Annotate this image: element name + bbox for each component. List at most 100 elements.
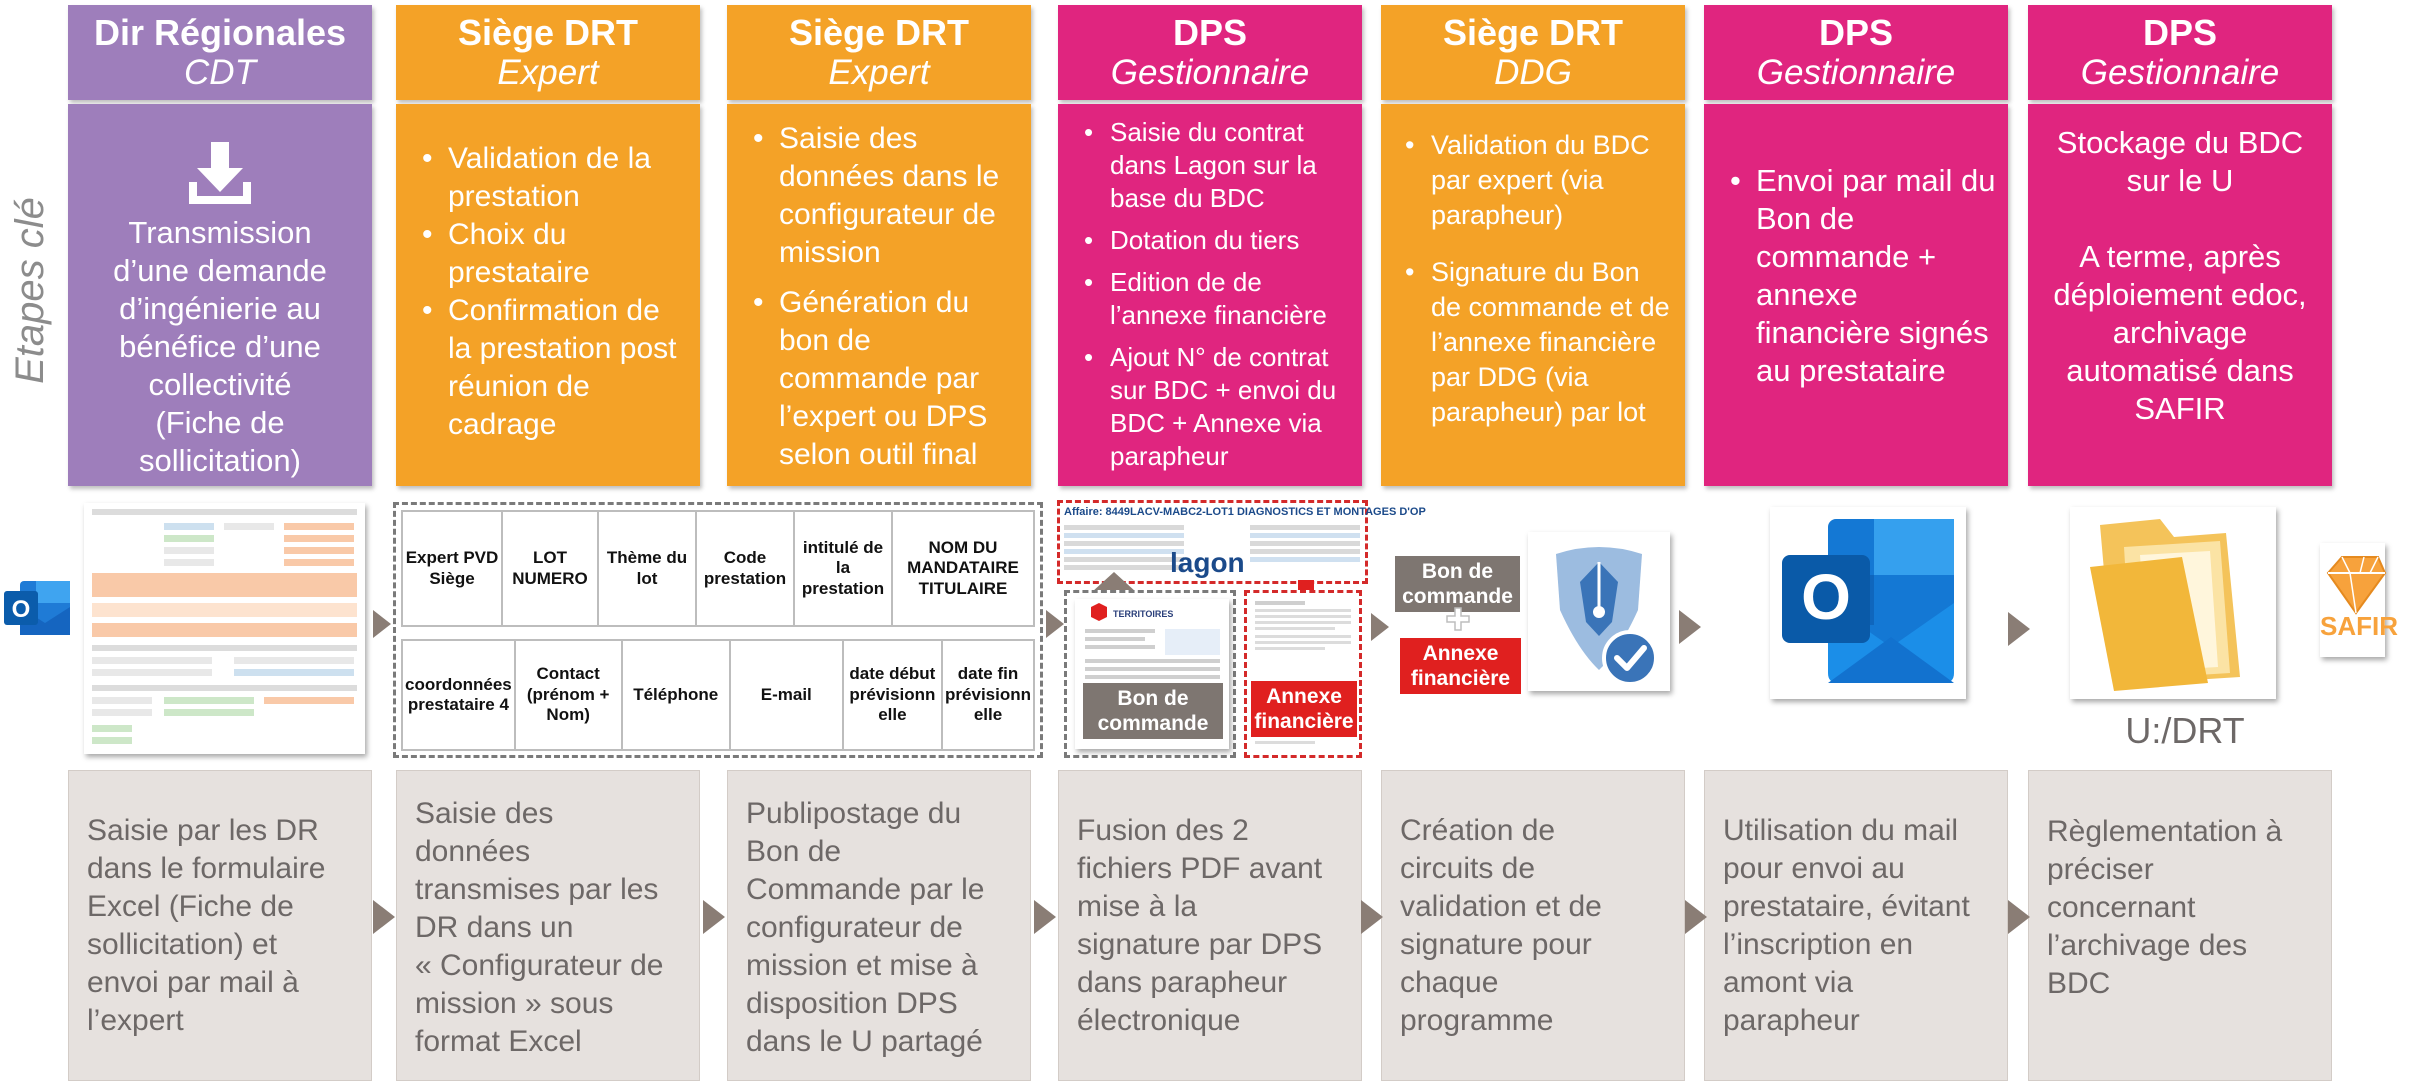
description-line: dans parapheur — [1077, 965, 1288, 999]
column-role: CDT — [184, 53, 256, 93]
description-line: circuits de — [1400, 851, 1536, 885]
description-line: Bon de — [746, 835, 842, 868]
description-line: Création de — [1400, 813, 1556, 847]
step-line: sur le U — [2126, 163, 2234, 198]
step-bullet: Confirmation de la prestation post réuni… — [422, 292, 690, 444]
step-line: Stockage du BDC — [2056, 125, 2304, 160]
flow-arrow — [1361, 900, 1383, 934]
description-line: signature pour — [1400, 927, 1592, 961]
config-header-cell: NOM DU MANDATAIRE TITULAIRE — [891, 510, 1035, 627]
column-dps-gestionnaire-2: DPS Gestionnaire Envoi par mail du Bon d… — [1704, 0, 2008, 1081]
description-line: BDC — [2047, 967, 2111, 1000]
step-bullet: Ajout N° de contrat sur BDC + envoi du B… — [1084, 341, 1354, 473]
step-bullet: Saisie des données dans le configurateur… — [753, 120, 1021, 272]
safir-icon: SAFIR — [2320, 543, 2398, 657]
description-line: données — [415, 835, 531, 868]
step-bullet: Signature du Bon de commande et de l’ann… — [1405, 255, 1677, 430]
description-box: Fusion des 2 fichiers PDF avant mise à l… — [1058, 770, 1362, 1081]
column-title: DPS — [1172, 11, 1248, 53]
bdc-document-frame: TERRITOIRES Bon de commande — [1064, 590, 1236, 758]
column-title: DPS — [1818, 11, 1894, 53]
column-role: Gestionnaire — [2080, 53, 2280, 93]
column-header: Siège DRT Expert — [396, 5, 700, 100]
description-line: l’expert — [87, 1003, 184, 1037]
description-line: fichiers PDF avant — [1077, 851, 1323, 885]
config-header-cell: Téléphone — [620, 639, 731, 751]
step-line: automatisé dans — [2066, 353, 2294, 388]
config-header-cell: E-mail — [728, 639, 844, 751]
description-line: amont via — [1723, 965, 1854, 999]
column-header: Siège DRT Expert — [727, 5, 1031, 100]
column-dps-gestionnaire-3: DPS Gestionnaire Stockage du BDC sur le … — [2028, 0, 2332, 1081]
description-line: chaque — [1400, 965, 1499, 999]
description-box: Publipostage du Bon de Commande par le c… — [727, 770, 1031, 1081]
sign-annexe-label: Annexe financière — [1400, 638, 1521, 694]
flow-arrow — [1034, 900, 1056, 934]
column-header: Siège DRT DDG — [1381, 5, 1685, 100]
signature-pen-icon — [1528, 532, 1670, 691]
description-line: prestataire, évitant — [1723, 889, 1970, 923]
flow-arrow — [1679, 610, 1701, 644]
description-line: l’archivage des — [2047, 929, 2248, 962]
flow-arrow — [2008, 900, 2030, 934]
description-line: Saisie par les DR — [87, 813, 319, 847]
outlook-large-icon: O — [1770, 507, 1966, 699]
step-line: (Fiche de — [155, 405, 285, 440]
column-role: Gestionnaire — [1110, 53, 1310, 93]
flow-arrow — [373, 900, 395, 934]
flow-arrow — [1685, 900, 1707, 934]
column-header: DPS Gestionnaire — [1058, 5, 1362, 100]
description-line: « Configurateur de — [415, 949, 664, 982]
flow-arrow — [1371, 613, 1389, 641]
step-bullet: Envoi par mail du Bon de commande + anne… — [1730, 162, 1998, 390]
config-header-cell: intitulé de la prestation — [793, 510, 893, 627]
column-role: Expert — [497, 53, 599, 93]
outlook-icon: O — [2, 577, 72, 639]
step-bullet: Choix du prestataire — [422, 216, 690, 292]
column-title: Dir Régionales — [93, 11, 347, 53]
folder-icon — [2070, 507, 2276, 699]
column-header: Dir Régionales CDT — [68, 5, 372, 100]
step-bullet: Dotation du tiers — [1084, 224, 1354, 257]
step-line: SAFIR — [2134, 391, 2226, 426]
column-header: DPS Gestionnaire — [1704, 5, 2008, 100]
column-role: DDG — [1494, 53, 1572, 93]
description-line: Commande par le — [746, 873, 985, 906]
step-bullet: Validation de la prestation — [422, 140, 690, 216]
column-title: Siège DRT — [457, 11, 639, 53]
column-siege-expert-1: Siège DRT Expert Validation de la presta… — [396, 0, 700, 1081]
description-line: Publipostage du — [746, 797, 962, 830]
configurator-row-1: Expert PVD Siège LOT NUMERO Thème du lot… — [401, 510, 1035, 627]
column-title: Siège DRT — [788, 11, 970, 53]
description-line: programme — [1400, 1003, 1554, 1037]
step-bullet: Validation du BDC par expert (via paraph… — [1405, 128, 1677, 233]
step-line: archivage — [2112, 315, 2248, 350]
safir-label: SAFIR — [2320, 611, 2398, 641]
up-arrow-icon — [1092, 572, 1136, 600]
description-box: Saisie des données transmises par les DR… — [396, 770, 700, 1081]
side-label: Etapes clé — [0, 80, 60, 500]
annexe-document-frame: Annexe financière — [1244, 590, 1362, 758]
step-box: Stockage du BDC sur le U A terme, après … — [2028, 104, 2332, 486]
description-box: Règlementation à préciser concernant l’a… — [2028, 770, 2332, 1081]
step-box: Saisie du contrat dans Lagon sur la base… — [1058, 104, 1362, 486]
step-box: Envoi par mail du Bon de commande + anne… — [1704, 104, 2008, 486]
description-line: dans le U partagé — [746, 1025, 983, 1058]
column-siege-ddg: Siège DRT DDG Validation du BDC par expe… — [1381, 0, 1685, 1081]
column-title: DPS — [2142, 11, 2218, 53]
description-line: format Excel — [415, 1025, 582, 1058]
step-line: Transmission — [128, 215, 312, 250]
column-dir-regionales: Dir Régionales CDT Transmission d’une de… — [68, 0, 372, 1081]
column-siege-expert-2: Siège DRT Expert Saisie des données dans… — [727, 0, 1031, 1081]
lagon-logo: lagon — [1170, 547, 1245, 578]
description-line: préciser — [2047, 853, 2154, 886]
lagon-screenshot: Affaire: 8449LACV-MABC2-LOT1 DIAGNOSTICS… — [1057, 500, 1426, 584]
description-line: DR dans un — [415, 911, 574, 944]
description-line: envoi par mail à — [87, 965, 299, 999]
description-line: électronique — [1077, 1003, 1241, 1037]
bdc-label: Bon de commande — [1083, 683, 1223, 739]
column-role: Gestionnaire — [1756, 53, 1956, 93]
step-line: d’une demande — [113, 253, 327, 288]
lagon-header: Affaire: 8449LACV-MABC2-LOT1 DIAGNOSTICS… — [1064, 506, 1426, 518]
description-line: signature par DPS — [1077, 927, 1323, 961]
